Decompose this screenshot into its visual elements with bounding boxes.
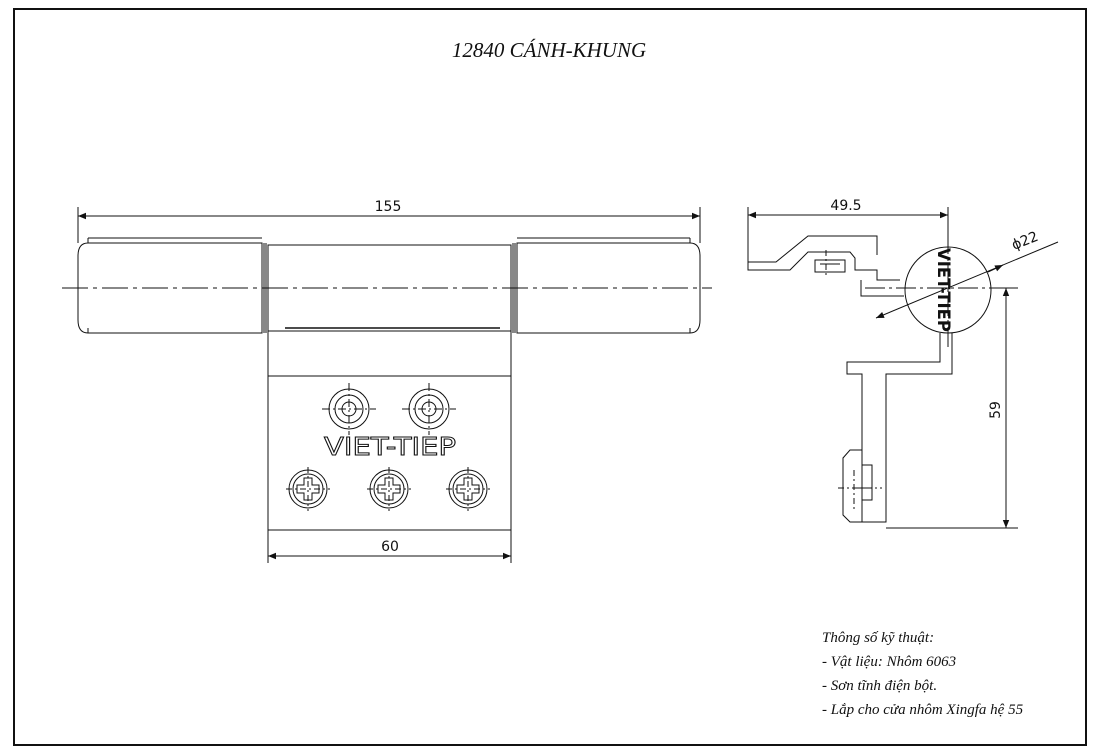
drawing-title: 12840 CÁNH-KHUNG xyxy=(451,38,647,62)
dimension-label-49-5: 49.5 xyxy=(830,198,861,214)
dimension-label-phi-22: ϕ22 xyxy=(1010,229,1041,254)
hinge-barrel xyxy=(77,237,701,334)
drawing-frame xyxy=(13,8,1087,746)
specs-heading: Thông số kỹ thuật: xyxy=(822,630,935,646)
brand-logo-front: VIET-TIEP xyxy=(324,432,456,461)
specs-line: - Vật liệu: Nhôm 6063 xyxy=(822,654,957,670)
phillips-screw xyxy=(286,467,330,511)
mounting-hole xyxy=(322,383,376,435)
dimension-155 xyxy=(77,207,701,243)
specs-line: - Sơn tĩnh điện bột. xyxy=(822,678,938,694)
dimension-label-59: 59 xyxy=(988,401,1004,419)
phillips-screw xyxy=(446,467,490,511)
hinge-leaf xyxy=(267,331,512,531)
technical-specs: Thông số kỹ thuật: - Vật liệu: Nhôm 6063… xyxy=(822,626,1023,722)
dimension-label-155: 155 xyxy=(375,199,402,215)
mounting-hole xyxy=(402,383,456,435)
brand-logo-side: VIET-TIEP xyxy=(933,248,953,332)
dimension-60 xyxy=(267,530,512,563)
dimension-label-60: 60 xyxy=(381,539,399,555)
dimension-49-5 xyxy=(747,207,949,262)
phillips-screw xyxy=(367,467,411,511)
dimension-phi-22 xyxy=(875,241,1059,319)
side-profile xyxy=(747,235,992,523)
dimension-59 xyxy=(886,287,1018,529)
specs-line: - Lắp cho cửa nhôm Xingfa hệ 55 xyxy=(822,702,1024,718)
